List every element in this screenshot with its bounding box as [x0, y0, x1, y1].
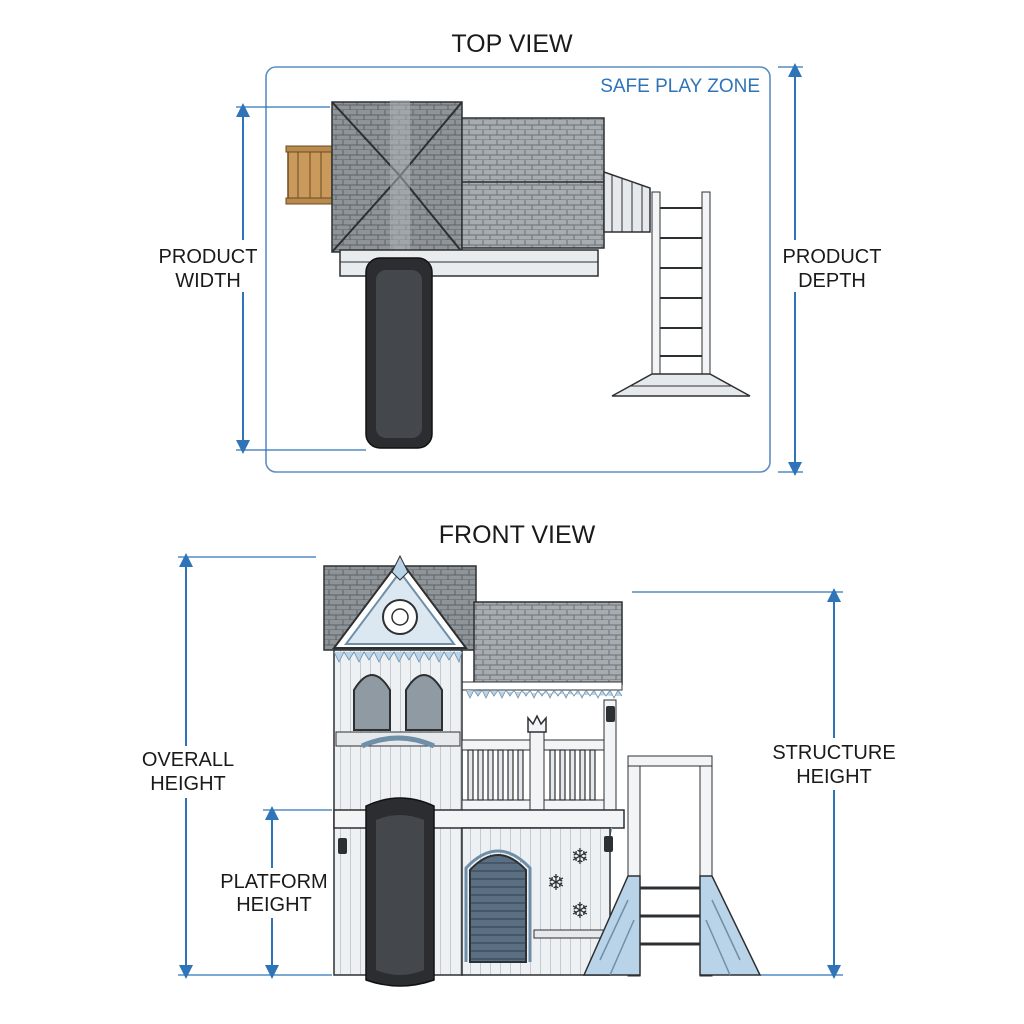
structure-height-label-line2: HEIGHT	[796, 766, 872, 788]
platform-height-label-line2: HEIGHT	[236, 894, 312, 916]
ladder-front	[582, 755, 762, 977]
ladder-top	[611, 191, 751, 397]
crown-finial-icon	[527, 714, 547, 733]
snowflake-icon-3: ❄	[571, 898, 589, 923]
top-view: TOP VIEW SAFE PLAY ZONE PRODUCT WIDTH PR…	[150, 30, 890, 476]
overall-height-label-line2: HEIGHT	[150, 773, 226, 795]
product-depth-label-line2: DEPTH	[798, 270, 866, 292]
deck-railing-front	[461, 699, 617, 813]
platform-height-label-line1: PLATFORM	[220, 871, 327, 893]
front-view: FRONT VIEW OVERALL HEIGHT PLATFORM HEIGH…	[135, 521, 900, 987]
lower-playhouse-front: ❄ ❄ ❄	[461, 827, 611, 976]
product-width-label-line2: WIDTH	[175, 270, 241, 292]
arched-window-left	[353, 674, 391, 731]
product-width-label-line1: PRODUCT	[159, 246, 258, 268]
front-view-title: FRONT VIEW	[439, 521, 596, 549]
tower-roof-front	[323, 554, 477, 651]
structure-height-dimension	[632, 588, 900, 979]
side-ladder-top	[285, 145, 335, 205]
main-roof-top	[461, 117, 605, 249]
tube-slide-front	[365, 797, 435, 987]
top-view-title: TOP VIEW	[451, 30, 573, 58]
main-roof-front	[461, 601, 623, 699]
safe-play-zone-label: SAFE PLAY ZONE	[600, 76, 760, 97]
tube-slide-top	[365, 257, 433, 449]
rose-window	[382, 599, 418, 635]
tower-roof-top	[331, 100, 463, 253]
product-depth-label-line1: PRODUCT	[783, 246, 882, 268]
overall-height-label-line1: OVERALL	[142, 749, 234, 771]
lantern-icon	[338, 706, 615, 854]
safe-play-zone-outline	[265, 66, 771, 473]
overall-height-dimension	[135, 553, 332, 979]
playhouse-door	[469, 854, 527, 963]
snowflake-icon-2: ❄	[547, 870, 565, 895]
ramp-bridge-top	[603, 170, 651, 233]
platform-height-dimension	[214, 806, 332, 979]
snowflake-icon-1: ❄	[571, 844, 589, 869]
arched-window-right	[405, 674, 443, 731]
product-width-dimension	[150, 103, 366, 454]
structure-height-label-line1: STRUCTURE	[772, 742, 895, 764]
product-depth-dimension	[775, 63, 890, 476]
